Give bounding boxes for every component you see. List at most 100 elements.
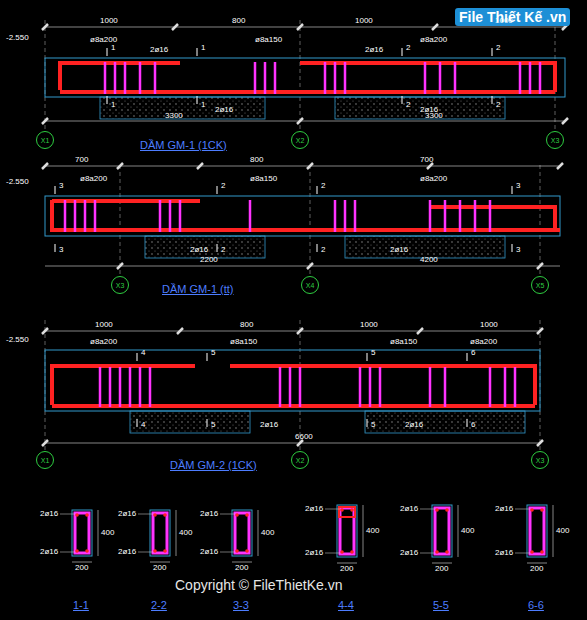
line-stroke bbox=[129, 367, 132, 407]
rebar-label: 2ø16 bbox=[40, 510, 58, 518]
line-stroke bbox=[197, 163, 203, 169]
line-stroke bbox=[264, 62, 267, 94]
circle-stroke bbox=[435, 550, 439, 554]
sections bbox=[60, 505, 553, 563]
line-stroke bbox=[432, 24, 438, 30]
rect-stroke bbox=[232, 510, 252, 556]
dimension-text: 2 bbox=[321, 246, 325, 254]
line-stroke bbox=[149, 367, 152, 407]
circle-stroke bbox=[235, 549, 239, 553]
dimension-text: 5 bbox=[371, 349, 375, 357]
beam-outlines bbox=[45, 58, 565, 411]
dimension-text: 400 bbox=[461, 527, 474, 535]
rect-stroke bbox=[150, 510, 170, 556]
line-stroke bbox=[562, 118, 568, 124]
dimension-text: ø8a150 bbox=[230, 338, 257, 346]
line-stroke bbox=[512, 244, 513, 252]
line-stroke bbox=[297, 24, 303, 30]
line-stroke bbox=[107, 48, 108, 56]
line-stroke bbox=[42, 440, 48, 446]
line-stroke bbox=[197, 48, 198, 56]
circle-stroke bbox=[530, 550, 534, 554]
line-stroke bbox=[367, 353, 368, 361]
dimension-text: 3 bbox=[59, 182, 63, 190]
line-stroke bbox=[307, 263, 313, 269]
line-stroke bbox=[150, 562, 170, 563]
rebar-label: 2ø16 bbox=[40, 548, 58, 556]
line-stroke bbox=[109, 367, 112, 407]
dimension-text: 3 bbox=[516, 182, 520, 190]
line-stroke bbox=[220, 552, 235, 553]
line-stroke bbox=[217, 244, 218, 252]
watermark: Copyright © FileThietKe.vn bbox=[175, 578, 343, 592]
dimension-text: ø8a150 bbox=[255, 36, 282, 44]
section-title: 6-6 bbox=[528, 600, 544, 611]
line-stroke bbox=[492, 96, 493, 104]
dimension-text: ø8a200 bbox=[90, 36, 117, 44]
rebar-label: 2ø16 bbox=[305, 505, 323, 513]
line-stroke bbox=[60, 514, 75, 515]
line-stroke bbox=[553, 505, 554, 557]
dimension-text: -2.550 bbox=[6, 336, 29, 344]
rebar-label: 2ø16 bbox=[495, 549, 513, 557]
axis-bubble: X3 bbox=[531, 451, 549, 469]
supports bbox=[100, 97, 525, 433]
line-stroke bbox=[334, 62, 337, 94]
line-stroke bbox=[363, 505, 364, 557]
cut-marks bbox=[55, 48, 512, 427]
axis-bubble: X4 bbox=[301, 276, 319, 294]
line-stroke bbox=[117, 263, 123, 269]
dimension-text: 400 bbox=[179, 529, 192, 537]
dimension-text: 2ø16 bbox=[215, 106, 233, 114]
circle-stroke bbox=[75, 513, 79, 517]
dimension-text: 3300 bbox=[425, 112, 443, 120]
dimension-lines bbox=[45, 27, 565, 443]
line-stroke bbox=[72, 562, 92, 563]
dimension-text: 1 bbox=[111, 44, 115, 52]
dimension-text: 2ø16 bbox=[405, 421, 423, 429]
line-stroke bbox=[515, 553, 530, 554]
axis-name: X3 bbox=[116, 282, 125, 289]
dimension-text: 2 bbox=[321, 182, 325, 190]
dimension-text: 200 bbox=[530, 565, 543, 573]
line-stroke bbox=[467, 419, 468, 427]
dimension-text: 400 bbox=[261, 529, 274, 537]
axis-bubble: X1 bbox=[36, 451, 54, 469]
line-stroke bbox=[454, 62, 457, 94]
line-stroke bbox=[114, 62, 117, 94]
line-stroke bbox=[492, 48, 493, 56]
dimension-text: 200 bbox=[340, 565, 353, 573]
rect-stroke bbox=[235, 513, 249, 553]
main-rebar bbox=[52, 63, 560, 406]
dimension-text: 200 bbox=[153, 564, 166, 572]
dimension-text: 2 bbox=[496, 101, 500, 109]
dimension-text: 2ø16 bbox=[390, 246, 408, 254]
dimension-text: 4200 bbox=[420, 256, 438, 264]
line-stroke bbox=[459, 200, 462, 232]
axis-name: X4 bbox=[306, 282, 315, 289]
rebar-label: 2ø16 bbox=[200, 548, 218, 556]
line-stroke bbox=[138, 514, 153, 515]
dimension-text: 2 bbox=[496, 44, 500, 52]
line-stroke bbox=[359, 367, 362, 407]
line-stroke bbox=[207, 419, 208, 427]
line-stroke bbox=[429, 200, 432, 232]
line-stroke bbox=[515, 509, 530, 510]
axis-bubble: X2 bbox=[291, 451, 309, 469]
line-stroke bbox=[537, 440, 543, 446]
stirrups bbox=[42, 24, 568, 446]
line-stroke bbox=[344, 200, 347, 232]
dimension-text: 2 bbox=[406, 101, 410, 109]
circle-stroke bbox=[85, 549, 89, 553]
line-stroke bbox=[539, 62, 542, 94]
rebar-label: 2ø16 bbox=[200, 510, 218, 518]
line-stroke bbox=[369, 367, 372, 407]
rect-stroke bbox=[340, 508, 354, 554]
line-stroke bbox=[458, 505, 459, 557]
line-stroke bbox=[324, 62, 327, 94]
dimension-text: 2 bbox=[406, 44, 410, 52]
line-stroke bbox=[84, 200, 87, 232]
dimension-text: -2.550 bbox=[6, 178, 29, 186]
line-stroke bbox=[439, 62, 442, 94]
circle-stroke bbox=[75, 549, 79, 553]
